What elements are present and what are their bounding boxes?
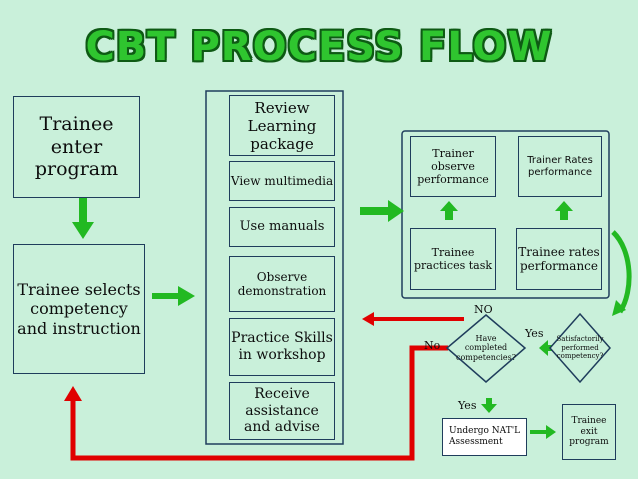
node-practice: Practice Skills in workshop — [229, 318, 335, 376]
node-exit: Trainee exit program — [562, 404, 616, 460]
arrow-select-to-middle — [152, 286, 195, 306]
have-completed-diamond — [445, 314, 527, 383]
node-view: View multimedia — [229, 161, 335, 201]
node-trainee-practices: Trainee practices task — [410, 228, 496, 290]
node-review: Review Learning package — [229, 95, 335, 156]
assessment-loop-frame — [401, 130, 610, 299]
node-trainer-rates-top: Trainer Rates performance — [518, 136, 602, 197]
node-assistance: Receive assistance and advise — [229, 382, 335, 440]
node-manuals: Use manuals — [229, 207, 335, 247]
arrow-undergo-to-exit — [530, 425, 556, 439]
label-no-left: No — [424, 339, 441, 352]
node-observe-demo: Observe demonstration — [229, 256, 335, 312]
label-no-upper: NO — [474, 303, 493, 316]
arrow-middle-to-loop — [360, 200, 404, 222]
node-trainee-enter: Trainee enter program — [13, 96, 140, 198]
arrow-loop-to-satisfactorily — [611, 230, 632, 314]
satisfactorily-diamond — [548, 312, 612, 384]
arrow-completed-to-undergo — [481, 398, 497, 413]
node-trainer-observe: Trainer observe performance — [410, 136, 496, 197]
node-trainee-selects: Trainee selects competency and instructi… — [13, 244, 145, 374]
arrow-practices-to-observe — [440, 201, 458, 220]
arrow-rates-to-ratestop — [555, 201, 573, 220]
label-yes-right: Yes — [525, 327, 544, 340]
node-satisfactorily: Satisfactorily performed competency? — [556, 335, 604, 361]
node-undergo: Undergo NAT'L Assessment — [442, 418, 527, 456]
arrow-no-back-to-select — [70, 345, 448, 461]
middle-column-frame — [205, 90, 344, 445]
node-trainee-rates: Trainee rates performance — [516, 228, 602, 290]
page-title: CBT PROCESS FLOW — [85, 24, 553, 70]
label-yes-down: Yes — [458, 399, 477, 412]
arrow-enter-to-select — [72, 196, 94, 239]
node-have-completed: Have completed competencies? — [456, 333, 517, 362]
